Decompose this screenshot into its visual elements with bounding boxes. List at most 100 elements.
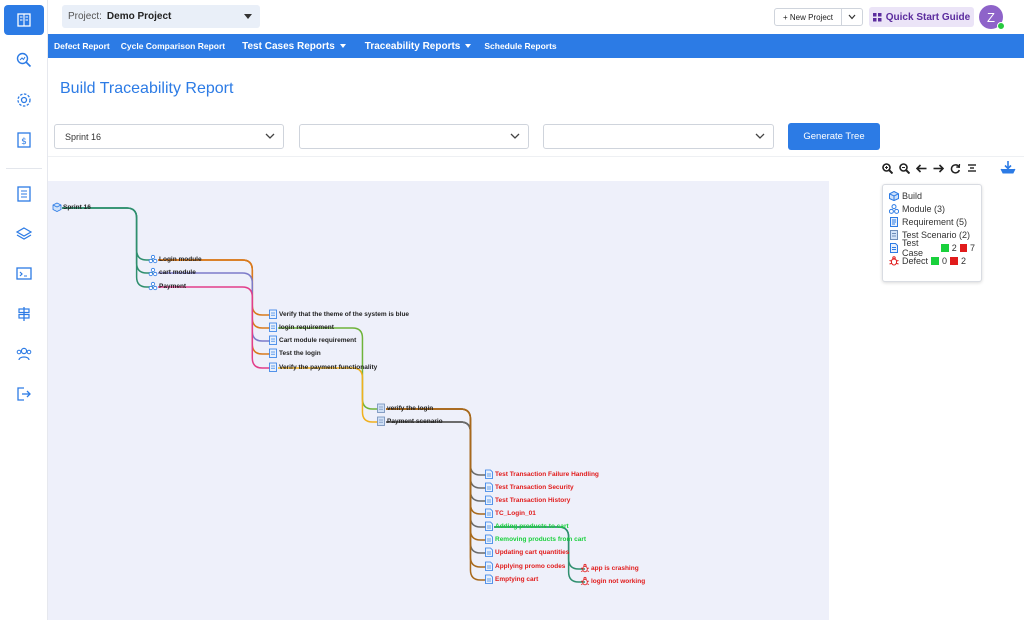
project-select[interactable]: Project: Demo Project [62, 5, 260, 28]
test-case-node-label[interactable]: Test Transaction Security [495, 484, 574, 491]
test-case-node-label[interactable]: Removing products from cart [495, 536, 587, 543]
online-status-dot [997, 22, 1005, 30]
align-center-icon[interactable] [966, 162, 978, 174]
logout-icon[interactable] [4, 379, 44, 409]
test-case-node-label[interactable]: Test Transaction Failure Handling [495, 471, 599, 478]
module-select[interactable] [299, 124, 529, 149]
module-node-label[interactable]: Login module [159, 256, 202, 263]
test-case-node-label[interactable]: Emptying cart [495, 576, 539, 583]
build-select-value: Sprint 16 [65, 131, 102, 142]
fail-swatch [959, 243, 967, 252]
cube-icon [889, 190, 899, 201]
test-case-node-label[interactable]: Applying promo codes [495, 563, 566, 570]
document-list-icon[interactable] [4, 179, 44, 209]
fail-swatch [950, 256, 959, 265]
legend-module: Module (3) [889, 202, 975, 215]
analytics-search-icon[interactable] [4, 45, 44, 75]
pass-swatch [941, 243, 949, 252]
tree-edge [62, 207, 153, 274]
generate-tree-button[interactable]: Generate Tree [788, 123, 880, 150]
sidebar: $ [0, 0, 48, 620]
nav-schedule-reports[interactable]: Schedule Reports [484, 41, 557, 51]
tree-edge [278, 367, 381, 423]
requirement-node-label[interactable]: Verify the payment functionality [279, 364, 378, 371]
requirement-node-label[interactable]: login requirement [279, 324, 335, 331]
test-case-node-label[interactable]: TC_Login_01 [495, 510, 536, 517]
nav-traceability-label: Traceability Reports [364, 40, 461, 52]
build-node-label[interactable]: Sprint 16 [63, 204, 91, 211]
arrow-left-icon[interactable] [915, 162, 927, 174]
download-icon[interactable] [1000, 161, 1016, 175]
test-case-node-label[interactable]: Updating cart quantities [495, 549, 570, 556]
test-case-node-label[interactable]: Adding products to cart [495, 523, 570, 530]
legend-test-scenario-label: Test Scenario (2) [902, 229, 971, 240]
chevron-down-icon [265, 133, 275, 139]
module-node-label[interactable]: Payment [159, 283, 187, 290]
tree-legend: Build Module (3) Requirement (5) Test Sc… [882, 184, 982, 282]
test-case-icon [889, 242, 899, 253]
tree-edge [386, 408, 489, 541]
tree-edge [278, 327, 381, 410]
caret-down-icon [244, 14, 252, 19]
legend-build: Build [889, 189, 975, 202]
tree-edge [494, 526, 585, 583]
terminal-icon[interactable] [4, 259, 44, 289]
scenario-node-icon [377, 403, 385, 413]
module-node-icon [148, 254, 158, 264]
legend-defect-fail: 2 [961, 255, 967, 266]
test-case-node-icon [485, 561, 493, 571]
legend-test-case: Test Case 2 7 [889, 238, 976, 258]
legend-defect: Defect 0 2 [889, 254, 975, 267]
legend-defect-pass: 0 [942, 255, 948, 266]
requirement-node-label[interactable]: Cart module requirement [279, 337, 357, 344]
legend-test-scenario: Test Scenario (2) [889, 228, 975, 241]
tree-edge [386, 421, 489, 502]
zoom-in-icon[interactable] [881, 162, 893, 174]
test-case-node-icon [485, 482, 493, 492]
legend-test-case-label: Test Case [902, 237, 924, 258]
quick-start-guide-button[interactable]: Quick Start Guide [869, 7, 974, 27]
defect-node-label[interactable]: app is crashing [591, 565, 639, 572]
test-case-node-icon [485, 469, 493, 479]
requirement-node-label[interactable]: Verify that the theme of the system is b… [279, 311, 409, 318]
requirement-node-icon [269, 322, 277, 332]
reports-icon[interactable] [4, 5, 44, 35]
requirement-node-label[interactable]: Test the login [279, 350, 321, 357]
nav-defect-report[interactable]: Defect Report [54, 41, 110, 51]
nav-traceability-reports[interactable]: Traceability Reports [365, 41, 472, 52]
gear-icon[interactable] [4, 85, 44, 115]
new-project-dropdown[interactable] [841, 8, 863, 26]
legend-requirement-label: Requirement (5) [902, 216, 968, 227]
module-icon [889, 203, 899, 214]
avatar[interactable]: Z [979, 5, 1005, 30]
requirement-select[interactable] [543, 124, 774, 149]
test-case-node-icon [485, 521, 493, 531]
build-select[interactable]: Sprint 16 [54, 124, 284, 149]
tree-edge [158, 286, 273, 369]
defect-node-icon [580, 563, 590, 573]
test-case-node-label[interactable]: Test Transaction History [495, 497, 571, 504]
refresh-icon[interactable] [949, 162, 961, 174]
nav-test-cases-reports[interactable]: Test Cases Reports [242, 41, 346, 52]
module-node-label[interactable]: cart module [159, 269, 196, 276]
tree-edge [62, 207, 153, 288]
users-icon[interactable] [4, 339, 44, 369]
scenario-icon [889, 229, 899, 240]
zoom-out-icon[interactable] [898, 162, 910, 174]
legend-test-case-fail: 7 [970, 242, 976, 253]
project-value: Demo Project [106, 11, 172, 22]
nav-cycle-comparison[interactable]: Cycle Comparison Report [120, 41, 226, 51]
legend-defect-label: Defect [902, 255, 929, 266]
scenario-node-label[interactable]: verify the login [387, 405, 433, 412]
scenario-node-label[interactable]: Payment scenario [387, 418, 443, 425]
billing-icon[interactable]: $ [4, 125, 44, 155]
test-case-node-icon [485, 495, 493, 505]
layers-icon[interactable] [4, 219, 44, 249]
signpost-icon[interactable] [4, 299, 44, 329]
defect-node-label[interactable]: login not working [591, 578, 645, 585]
chevron-down-icon [755, 133, 765, 139]
arrow-right-icon[interactable] [932, 162, 944, 174]
chevron-down-icon [510, 133, 520, 139]
new-project-button[interactable]: + New Project [774, 8, 842, 26]
